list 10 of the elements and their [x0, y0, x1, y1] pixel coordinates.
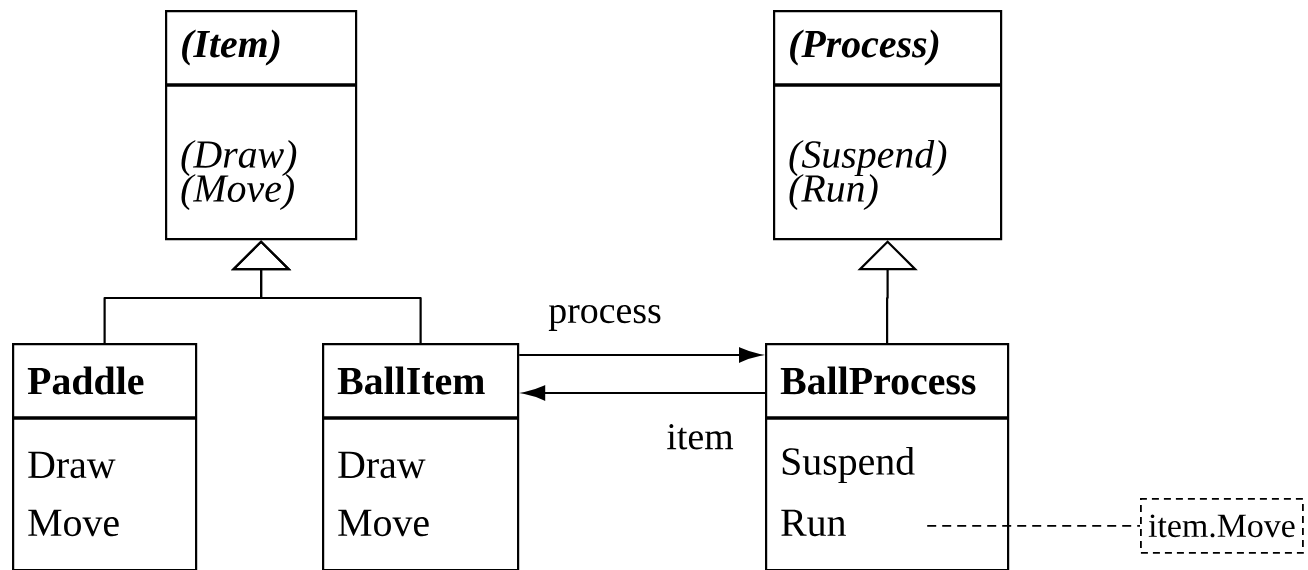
connector-line [926, 525, 1141, 527]
edge-label: process [548, 305, 661, 331]
note-box: item.Move [1140, 498, 1304, 554]
class-box: Paddle Draw Move [12, 343, 198, 570]
class-box: (Item) (Draw) (Move) [165, 10, 358, 241]
class-box: BallProcess Suspend Run [765, 343, 1010, 570]
edge-label: item [667, 424, 734, 450]
class-box: (Process) (Suspend) (Run) [773, 10, 1003, 241]
class-box: BallItem Draw Move [322, 343, 520, 570]
inheritance-arrow [230, 240, 422, 343]
